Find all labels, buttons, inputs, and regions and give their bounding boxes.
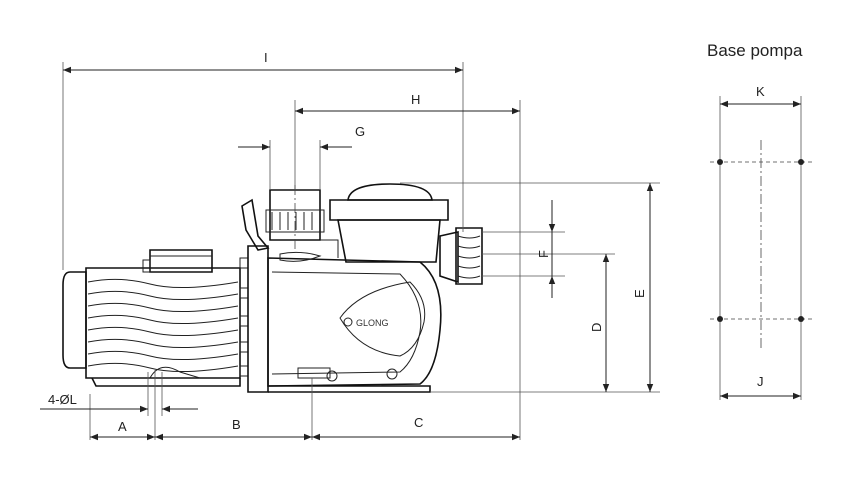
motor-housing	[85, 267, 241, 379]
logo-plate	[339, 281, 426, 357]
mounting-hole-icon	[717, 159, 723, 165]
mounting-hole-icon	[798, 316, 804, 322]
dimension-h-label: H	[411, 92, 420, 107]
mounting-hole-icon	[717, 316, 723, 322]
strainer-housing	[337, 219, 441, 263]
dimension-j-label: J	[757, 374, 764, 389]
extension-lines	[62, 62, 660, 440]
dimension-hole-label: 4-ØL	[48, 392, 77, 407]
dimension-d-label: D	[589, 323, 604, 332]
dimension-a-label: A	[118, 419, 127, 434]
logo-mark-icon	[343, 317, 353, 327]
drain-plug-icon	[386, 368, 398, 380]
strainer-lid	[347, 183, 433, 201]
motor-base	[91, 377, 241, 387]
pump-logo-text: GLONG	[356, 318, 389, 328]
dimension-e-label: E	[632, 289, 647, 298]
drain-plug-icon	[326, 370, 338, 382]
flange-plate	[247, 245, 269, 393]
mounting-hole-icon	[798, 159, 804, 165]
dimension-labels: I H G F E D A B C 4-ØL	[48, 50, 647, 434]
discharge-union	[455, 227, 483, 285]
dimension-b-label: B	[232, 417, 241, 432]
pump-illustration: GLONG	[62, 183, 483, 393]
motor-fins	[87, 278, 239, 373]
dimension-c-label: C	[414, 415, 423, 430]
dimension-lines	[40, 66, 654, 441]
pump-volute	[267, 257, 442, 387]
motor-end-cap	[62, 271, 87, 369]
dimension-k-label: K	[756, 84, 765, 99]
handle	[241, 198, 270, 251]
dimension-i-label: I	[264, 50, 268, 65]
dimension-g-label: G	[355, 124, 365, 139]
pump-base	[268, 385, 431, 393]
flange-bolts	[239, 257, 249, 377]
base-footprint-diagram: K J	[710, 84, 815, 400]
dimension-f-label: F	[536, 250, 551, 258]
base-pompa-title: Base pompa	[707, 41, 803, 60]
